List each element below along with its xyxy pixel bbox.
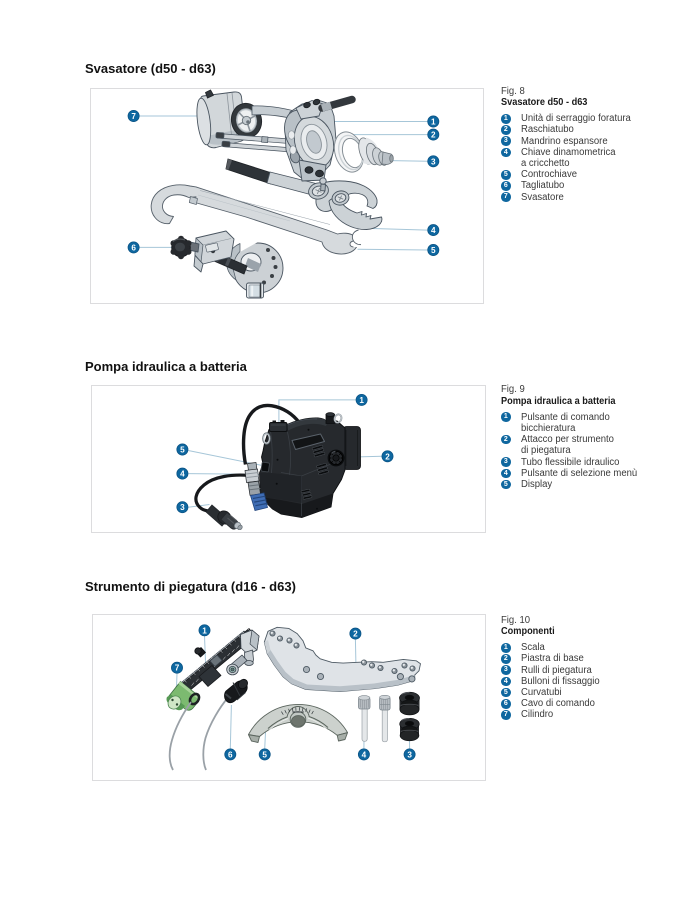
svg-text:3: 3 xyxy=(180,503,185,512)
svg-text:6: 6 xyxy=(228,750,233,759)
svg-text:3: 3 xyxy=(407,750,412,759)
svg-text:2: 2 xyxy=(385,452,390,461)
svg-text:4: 4 xyxy=(431,226,436,235)
svg-text:7: 7 xyxy=(175,664,180,673)
svg-text:2: 2 xyxy=(431,131,436,140)
svg-text:4: 4 xyxy=(362,750,367,759)
svg-text:3: 3 xyxy=(431,157,436,166)
svg-text:4: 4 xyxy=(180,470,185,479)
svg-text:1: 1 xyxy=(359,396,364,405)
svg-text:1: 1 xyxy=(431,118,436,127)
svg-text:5: 5 xyxy=(180,446,185,455)
svg-text:6: 6 xyxy=(131,243,136,252)
svg-text:5: 5 xyxy=(262,750,267,759)
svg-text:1: 1 xyxy=(202,626,207,635)
svg-text:7: 7 xyxy=(131,112,136,121)
svg-text:2: 2 xyxy=(353,630,358,639)
svg-text:5: 5 xyxy=(431,246,436,255)
